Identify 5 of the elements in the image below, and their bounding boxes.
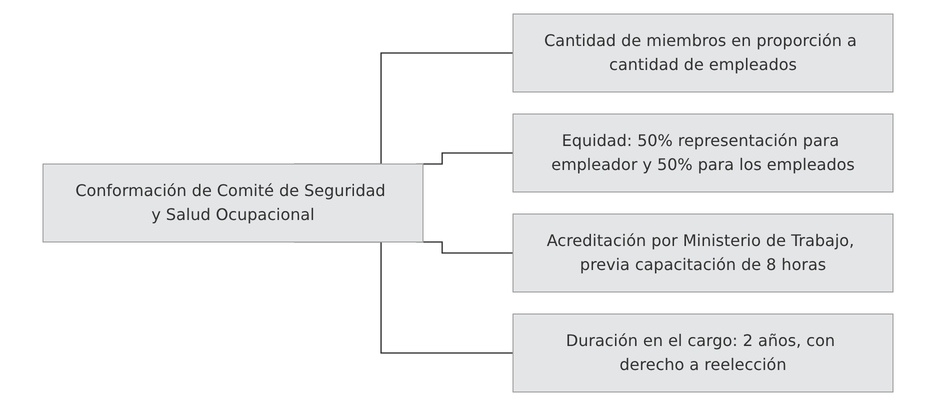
node-box: Acreditación por Ministerio de Trabajo, previa capacitación de 8 horas [512,213,893,292]
node-box: Equidad: 50% representación para empleador y 50% para los empleados [512,113,893,192]
node-box: Duración en el cargo: 2 años, con derecho a reelección [512,313,893,392]
node-box: Conformación de Comité de Seguridad y Salud Ocupacional [42,163,423,242]
node-box: Cantidad de miembros en proporción a cantidad de empleados [512,13,893,92]
